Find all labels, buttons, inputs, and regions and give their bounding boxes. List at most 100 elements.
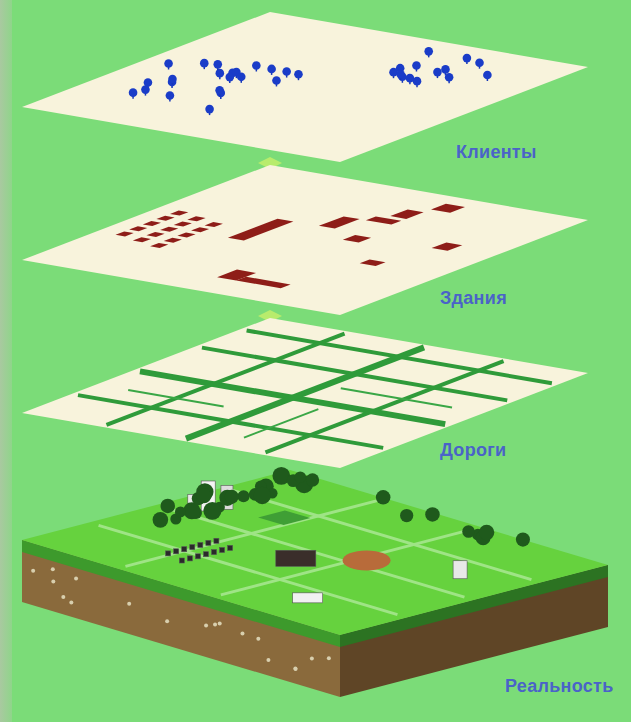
terrain-building	[187, 556, 192, 561]
soil-stone	[51, 580, 55, 584]
building-footprint	[432, 242, 463, 250]
street-line	[341, 388, 452, 407]
client-pin	[205, 105, 214, 114]
client-pin	[282, 67, 291, 76]
tree	[160, 499, 175, 514]
road-line	[265, 361, 503, 452]
layer-plane	[22, 318, 588, 468]
client-pin	[424, 47, 433, 56]
terrain-building	[190, 545, 195, 550]
map-layer	[22, 165, 588, 315]
client-pin	[252, 61, 261, 70]
client-pin	[129, 88, 138, 97]
terrain-block	[22, 467, 608, 697]
building-footprint	[319, 216, 360, 228]
client-pin	[267, 65, 276, 74]
client-pin	[445, 73, 454, 82]
terrain-building	[166, 551, 171, 556]
building-footprint	[360, 259, 386, 266]
building-footprint	[143, 221, 161, 226]
tree	[306, 473, 319, 486]
building-footprint	[150, 243, 168, 248]
client-pin	[168, 75, 177, 84]
soil-stone	[218, 621, 222, 625]
client-pin	[483, 71, 492, 80]
building-footprint	[164, 238, 182, 243]
soil-stone	[127, 602, 131, 606]
terrain-road	[166, 508, 465, 597]
client-pin	[463, 54, 472, 63]
tree	[376, 490, 391, 505]
soil-stone	[294, 667, 298, 671]
building-footprint	[431, 204, 465, 213]
client-pin	[412, 61, 421, 70]
building-footprint	[205, 222, 223, 227]
client-pin	[396, 70, 405, 79]
soil-stone	[204, 624, 208, 628]
terrain-road	[233, 490, 532, 579]
tree	[462, 525, 475, 538]
soil-stone	[293, 666, 297, 670]
layer-plane	[22, 12, 588, 162]
terrain-building	[203, 552, 208, 557]
building-footprint	[116, 232, 134, 237]
layer-label: Реальность	[505, 676, 614, 697]
tree	[196, 488, 211, 503]
tree	[175, 506, 186, 517]
building-footprint	[187, 216, 205, 221]
building-footprint	[366, 216, 401, 224]
terrain-top	[22, 470, 608, 635]
terrain-building	[206, 540, 211, 545]
layer-label: Клиенты	[456, 142, 537, 163]
building-footprint	[129, 226, 147, 231]
street-line	[244, 409, 318, 438]
terrain-building	[453, 561, 467, 579]
tree	[400, 509, 413, 522]
client-pin	[141, 85, 150, 94]
building-footprint	[156, 216, 174, 221]
soil-stone	[266, 658, 270, 662]
terrain-building	[179, 558, 184, 563]
soil-stone	[213, 623, 217, 627]
terrain-building	[198, 543, 203, 548]
building-footprint	[160, 227, 178, 232]
client-pin	[225, 73, 234, 82]
building-footprint	[177, 233, 195, 238]
terrain-road	[221, 529, 473, 595]
client-pin	[441, 65, 450, 74]
tree	[479, 525, 494, 540]
terrain-road	[99, 525, 398, 614]
map-layer	[22, 318, 588, 468]
building-footprint	[170, 211, 188, 216]
map-layer	[22, 12, 588, 162]
client-pin	[164, 59, 173, 68]
building-footprint	[236, 277, 290, 289]
tree	[425, 507, 440, 522]
tree	[203, 502, 221, 520]
client-pin	[433, 68, 442, 77]
soil-stone	[165, 619, 169, 623]
building-footprint	[228, 219, 294, 241]
soil-stone	[69, 600, 73, 604]
building-footprint	[191, 227, 209, 232]
client-pin	[237, 73, 246, 82]
layer-label: Здания	[440, 288, 507, 309]
building-footprint	[133, 237, 151, 242]
client-pin	[413, 77, 422, 86]
soil-stone	[310, 656, 314, 660]
crop-field	[258, 511, 310, 526]
client-pin	[272, 76, 281, 85]
layer-plane	[22, 165, 588, 315]
terrain-building	[182, 547, 187, 552]
building-footprint	[146, 232, 164, 237]
client-pin	[215, 86, 224, 95]
client-pin	[216, 69, 225, 78]
building-footprint	[174, 222, 192, 227]
terrain-building	[195, 554, 200, 559]
tree	[254, 487, 271, 504]
building-footprint	[343, 235, 371, 243]
client-pin	[166, 91, 175, 100]
road-line	[106, 334, 344, 425]
